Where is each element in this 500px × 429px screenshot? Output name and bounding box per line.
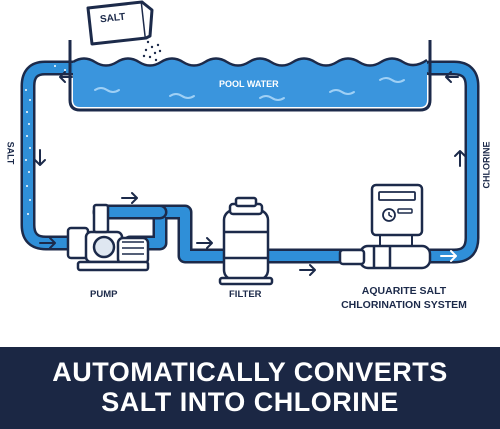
salt-grains <box>142 40 162 62</box>
arrow-left-icon <box>59 71 73 83</box>
chlorinator-icon <box>338 183 432 270</box>
salt-bag-icon <box>86 0 154 46</box>
salt-pipe-label: SALT <box>5 141 16 165</box>
arrow-up-icon <box>454 150 466 167</box>
headline-line-2: SALT INTO CHLORINE <box>101 387 399 417</box>
pump-icon <box>66 203 150 272</box>
headline-line-1: AUTOMATICALLY CONVERTS <box>52 357 448 387</box>
arrow-right-icon <box>299 264 316 276</box>
headline-banner: AUTOMATICALLY CONVERTS SALT INTO CHLORIN… <box>0 347 500 429</box>
salt-particles <box>25 65 66 215</box>
filter-icon <box>218 196 274 286</box>
pipe-loop <box>20 60 480 264</box>
arrow-right-icon <box>121 192 138 204</box>
system-label-line2: CHLORINATION SYSTEM <box>341 299 467 311</box>
chlorine-pipe-label: CHLORINE <box>481 141 492 189</box>
arrow-down-icon <box>34 149 46 166</box>
arrow-right-icon <box>196 237 213 249</box>
arrow-right-icon <box>440 250 457 262</box>
arrow-right-icon <box>39 237 56 249</box>
pump-label: PUMP <box>90 289 118 300</box>
arrow-left-icon <box>445 71 459 83</box>
flow-arrows <box>34 71 466 276</box>
filter-label: FILTER <box>229 289 262 300</box>
pool <box>68 40 432 112</box>
system-label-line1: AQUARITE SALT <box>361 285 447 297</box>
pool-salt-system-diagram <box>20 0 480 286</box>
pool-water-label: POOL WATER <box>219 79 279 89</box>
